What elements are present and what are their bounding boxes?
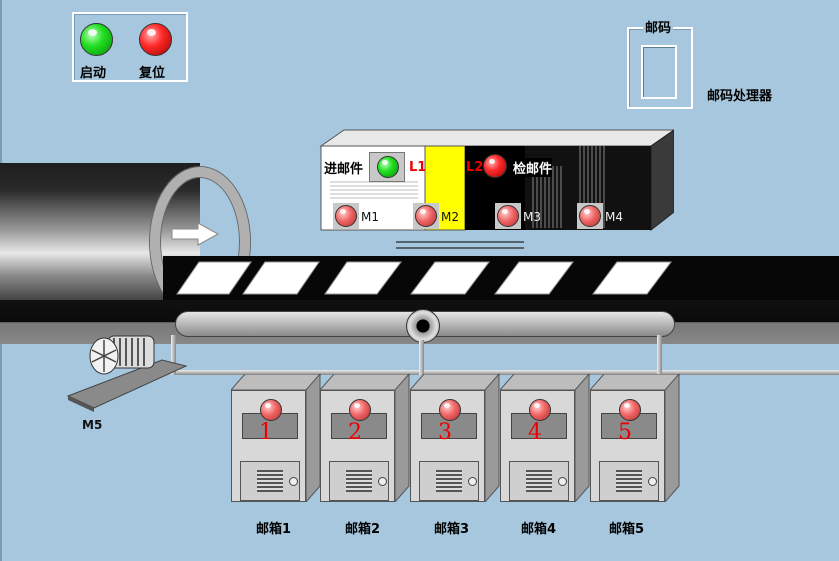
m4-label: M4 bbox=[605, 210, 623, 224]
mailbox-knob bbox=[468, 477, 477, 486]
conveyor-slat bbox=[324, 261, 402, 295]
start-button-label: 启动 bbox=[80, 66, 107, 81]
postcode-processor-label: 邮码处理器 bbox=[707, 89, 773, 104]
mailbox[interactable]: 2 bbox=[320, 374, 410, 502]
reset-button-label: 复位 bbox=[139, 66, 166, 81]
motor-base bbox=[66, 359, 188, 412]
mailbox-label: 邮箱2 bbox=[345, 522, 381, 537]
l1-label: L1 bbox=[409, 160, 427, 175]
drive-wheel bbox=[406, 309, 440, 343]
mailbox-top bbox=[500, 374, 590, 390]
m2-lamp bbox=[415, 205, 437, 227]
mailbox-front bbox=[231, 390, 306, 502]
mailbox-vent bbox=[436, 470, 462, 492]
l2-label: L2 bbox=[466, 160, 484, 175]
mailbox-label: 邮箱5 bbox=[609, 522, 645, 537]
mailbox-lamp bbox=[260, 399, 282, 421]
m4-lamp bbox=[579, 205, 601, 227]
mailbox-knob bbox=[289, 477, 298, 486]
mailbox-top bbox=[231, 374, 321, 390]
fan-motor-icon[interactable] bbox=[86, 326, 166, 382]
mailbox-vent bbox=[257, 470, 283, 492]
m2-label: M2 bbox=[441, 210, 459, 224]
m3-lamp bbox=[497, 205, 519, 227]
mailbox-indicator-window bbox=[421, 413, 477, 439]
mailbox-number: 3 bbox=[438, 420, 452, 445]
mailbox[interactable]: 5 bbox=[590, 374, 680, 502]
mailbox-front bbox=[320, 390, 395, 502]
conveyor-slat bbox=[592, 261, 672, 295]
l2-lamp bbox=[483, 154, 507, 178]
control-panel bbox=[72, 12, 188, 82]
mailbox-lamp bbox=[439, 399, 461, 421]
support-pipe-h bbox=[171, 370, 839, 375]
mailbox-lamp bbox=[619, 399, 641, 421]
mailbox-top bbox=[410, 374, 500, 390]
mailbox-door bbox=[599, 461, 659, 501]
mailbox-label: 邮箱1 bbox=[256, 522, 292, 537]
mailbox-number: 1 bbox=[259, 420, 273, 445]
mailbox[interactable]: 1 bbox=[231, 374, 321, 502]
mailbox-side bbox=[395, 374, 410, 502]
mailbox[interactable]: 4 bbox=[500, 374, 590, 502]
mailbox-label: 邮箱3 bbox=[434, 522, 470, 537]
mailbox[interactable]: 3 bbox=[410, 374, 500, 502]
reset-button[interactable] bbox=[139, 23, 172, 56]
m1-lamp bbox=[335, 205, 357, 227]
mailbox-side bbox=[665, 374, 680, 502]
mailbox-top bbox=[320, 374, 410, 390]
conveyor-slat bbox=[410, 261, 490, 295]
check-mail-label: 检邮件 bbox=[513, 158, 553, 177]
mailbox-indicator-window bbox=[601, 413, 657, 439]
mailbox-vent bbox=[526, 470, 552, 492]
mailbox-number: 5 bbox=[618, 420, 632, 445]
conveyor-slat bbox=[176, 261, 252, 295]
mailbox-door bbox=[509, 461, 569, 501]
mailbox-side bbox=[485, 374, 500, 502]
motor-m5-label: M5 bbox=[82, 418, 103, 432]
conveyor-slat bbox=[494, 261, 574, 295]
m1-label: M1 bbox=[361, 210, 379, 224]
mailbox-side bbox=[575, 374, 590, 502]
l1-lamp bbox=[377, 156, 399, 178]
postcode-frame-title: 邮码 bbox=[643, 17, 674, 36]
mailbox-number: 4 bbox=[528, 420, 542, 445]
mailbox-door bbox=[419, 461, 479, 501]
start-button[interactable] bbox=[80, 23, 113, 56]
conveyor-slat bbox=[242, 261, 320, 295]
mailbox-number: 2 bbox=[348, 420, 362, 445]
m3-label: M3 bbox=[523, 210, 541, 224]
mailbox-lamp bbox=[349, 399, 371, 421]
support-pipe-v2 bbox=[419, 340, 424, 375]
mailbox-vent bbox=[616, 470, 642, 492]
mailbox-top bbox=[590, 374, 680, 390]
mailbox-knob bbox=[648, 477, 657, 486]
arrow-right-icon bbox=[171, 222, 220, 246]
conveyor-slats bbox=[176, 261, 672, 295]
support-pipe-v3 bbox=[657, 335, 662, 375]
mailbox-lamp bbox=[529, 399, 551, 421]
postcode-display[interactable] bbox=[641, 45, 677, 99]
support-pipe-v1 bbox=[171, 335, 176, 375]
mailbox-door bbox=[329, 461, 389, 501]
mailbox-knob bbox=[378, 477, 387, 486]
in-mail-label: 进邮件 bbox=[324, 162, 364, 177]
sorter-rails bbox=[396, 241, 524, 249]
mailbox-door bbox=[240, 461, 300, 501]
mailbox-knob bbox=[558, 477, 567, 486]
mailbox-label: 邮箱4 bbox=[521, 522, 557, 537]
mailbox-vent bbox=[346, 470, 372, 492]
mailbox-side bbox=[306, 374, 321, 502]
